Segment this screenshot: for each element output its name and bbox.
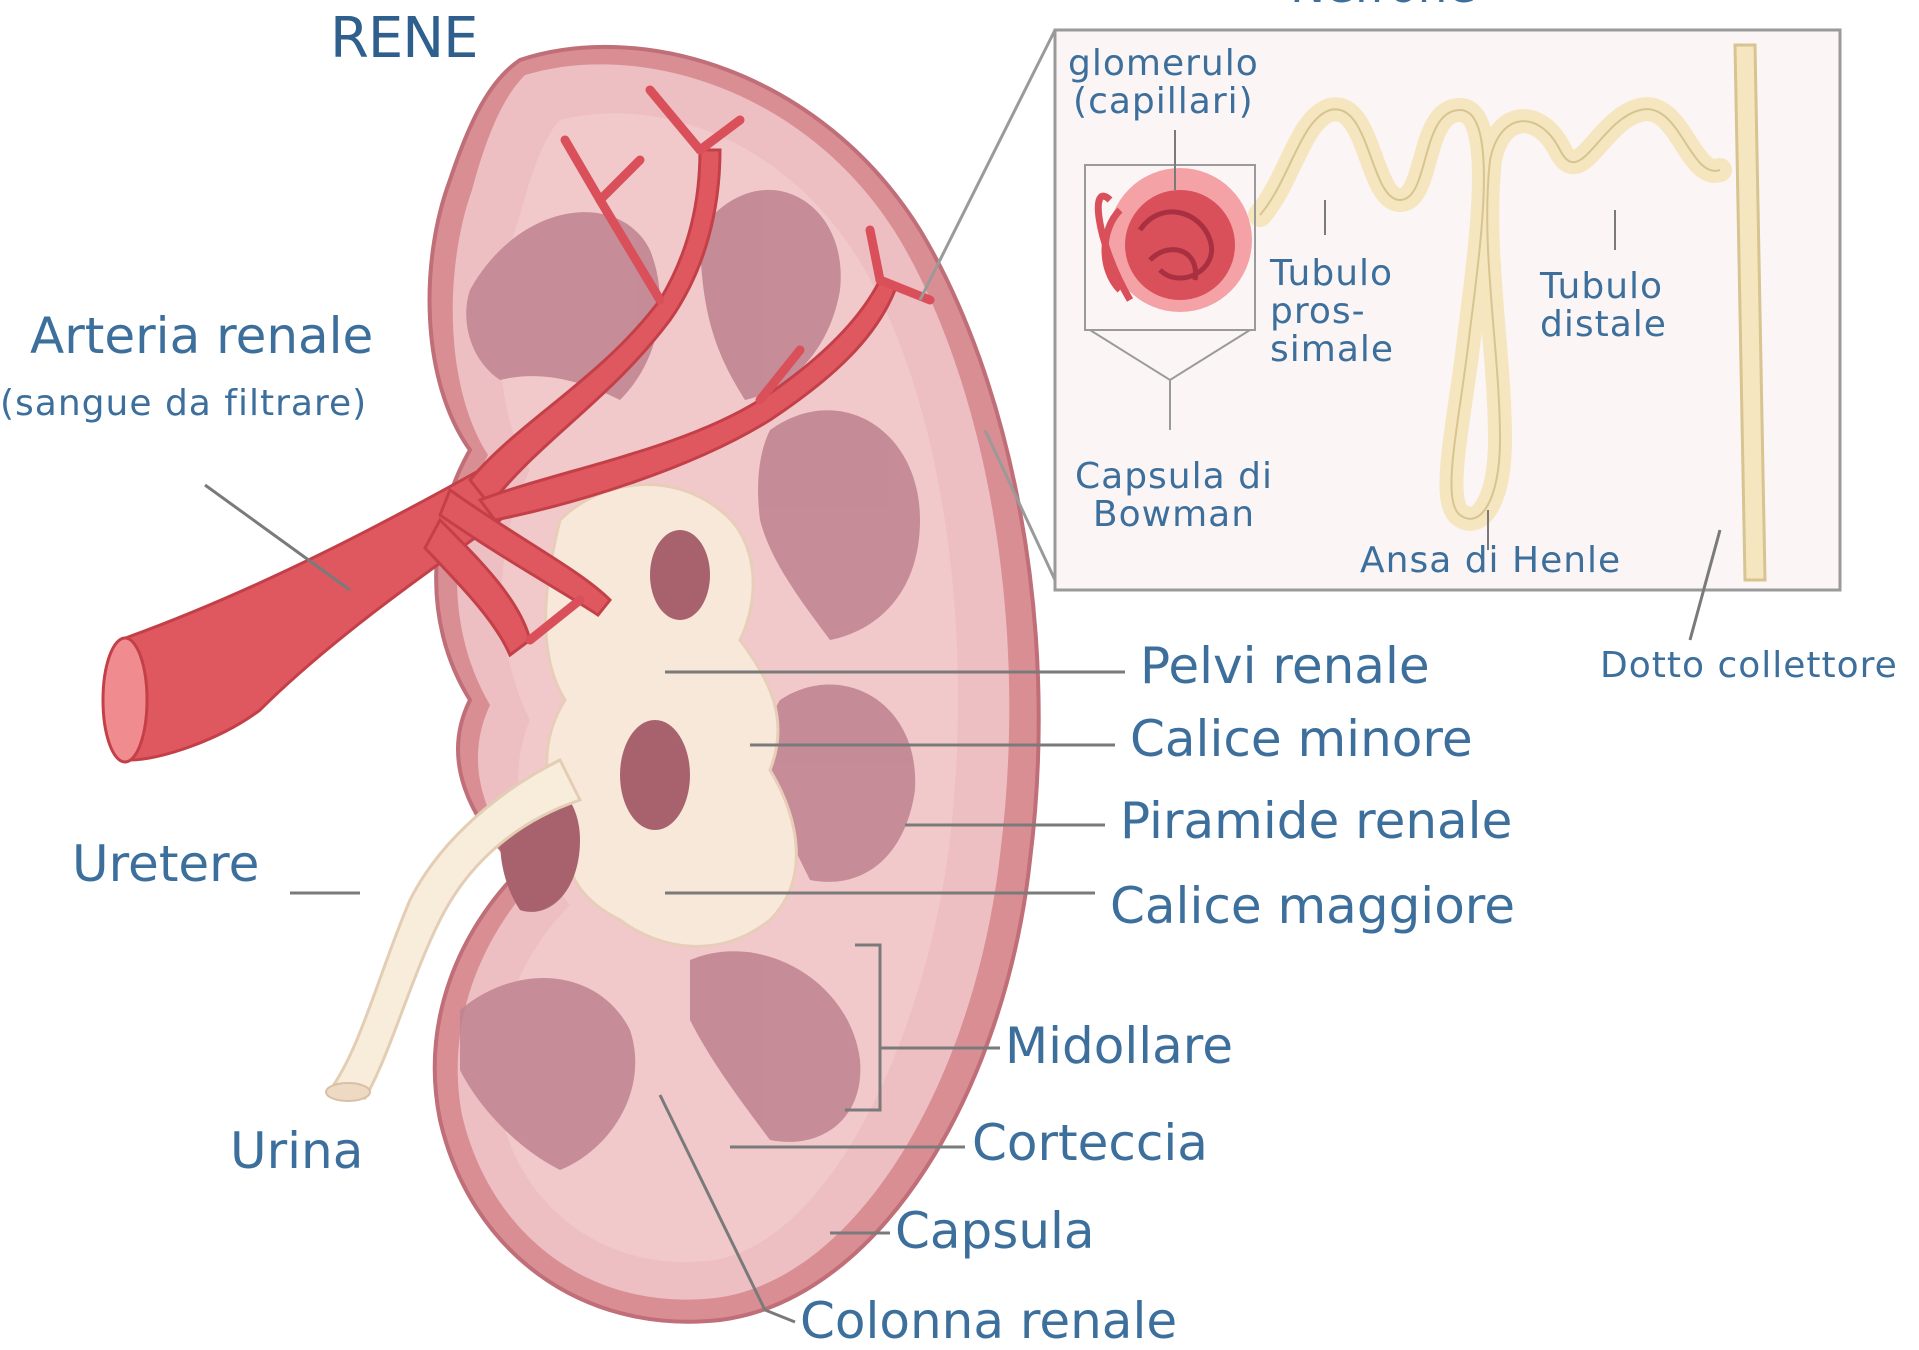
label-prossimale-line1: Tubulo bbox=[1270, 255, 1394, 293]
label-glomerulo-line2: (capillari) bbox=[1068, 83, 1259, 121]
nephron-title: Nefrone bbox=[1290, 0, 1476, 11]
label-distale-line2: distale bbox=[1540, 306, 1667, 344]
label-piramide-renale: Piramide renale bbox=[1120, 795, 1512, 848]
ureter-end bbox=[326, 1083, 370, 1101]
label-urina: Urina bbox=[230, 1125, 363, 1178]
label-glomerulo: glomerulo (capillari) bbox=[1068, 45, 1259, 121]
label-bowman-line2: Bowman bbox=[1075, 496, 1273, 534]
label-corteccia: Corteccia bbox=[972, 1117, 1208, 1170]
label-ansa-henle: Ansa di Henle bbox=[1360, 542, 1621, 580]
label-arteria-renale: Arteria renale bbox=[30, 310, 373, 363]
label-distale-line1: Tubulo bbox=[1540, 268, 1667, 306]
label-dotto-collettore: Dotto collettore bbox=[1600, 647, 1898, 685]
label-bowman-line1: Capsula di bbox=[1075, 458, 1273, 496]
artery-opening bbox=[103, 638, 147, 762]
diagram-title: RENE bbox=[330, 10, 478, 69]
label-prossimale-line2: pros- bbox=[1270, 293, 1394, 331]
label-uretere: Uretere bbox=[72, 838, 259, 891]
glomerulus bbox=[1125, 190, 1235, 300]
label-pelvi-renale: Pelvi renale bbox=[1140, 640, 1430, 693]
label-calice-minore: Calice minore bbox=[1130, 713, 1473, 766]
label-capsula-bowman: Capsula di Bowman bbox=[1075, 458, 1273, 534]
label-tubulo-distale: Tubulo distale bbox=[1540, 268, 1667, 344]
label-tubulo-prossimale: Tubulo pros- simale bbox=[1270, 255, 1394, 368]
minor-calyx-2 bbox=[620, 720, 690, 830]
label-calice-maggiore: Calice maggiore bbox=[1110, 880, 1515, 933]
label-midollare: Midollare bbox=[1005, 1020, 1233, 1073]
label-glomerulo-line1: glomerulo bbox=[1068, 45, 1259, 83]
label-prossimale-line3: simale bbox=[1270, 331, 1394, 369]
label-arteria-note: (sangue da filtrare) bbox=[0, 385, 367, 423]
label-colonna-renale: Colonna renale bbox=[800, 1295, 1177, 1348]
label-capsula: Capsula bbox=[895, 1205, 1095, 1258]
minor-calyx-1 bbox=[650, 530, 710, 620]
zoom-line-1 bbox=[920, 30, 1055, 300]
